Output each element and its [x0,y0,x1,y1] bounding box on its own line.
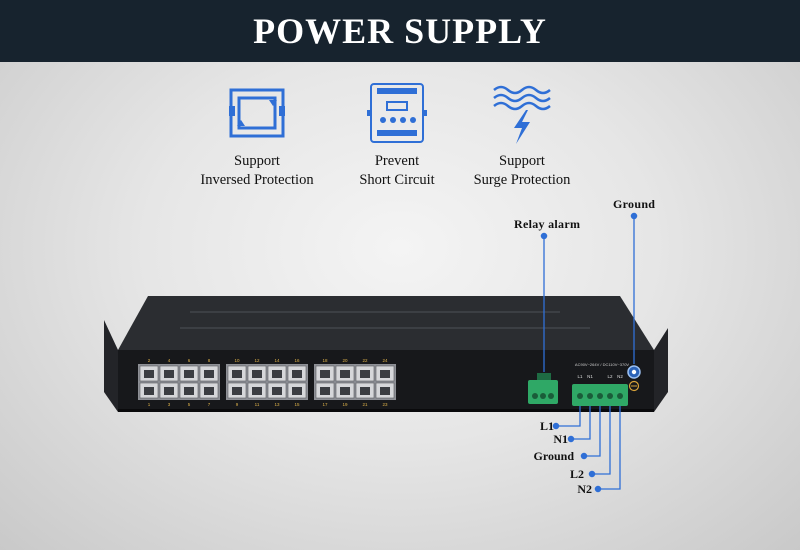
port-socket [252,370,262,378]
port-number: 4 [168,358,171,363]
power-terminal-block[interactable] [572,384,628,406]
port-socket [204,387,214,395]
feature-line1: Support [499,153,545,169]
relay-alarm-label: Relay alarm [514,217,581,231]
port-socket [144,387,154,395]
port-number: 20 [342,358,348,363]
terminal-label: N1 [587,374,593,379]
feature-line2: Surge Protection [473,172,571,188]
wiring-label-ground: Ground [533,449,574,463]
short-circuit-icon [367,83,427,143]
port-socket [232,370,242,378]
port-socket [360,387,370,395]
port-socket [184,387,194,395]
wiring-label-l2: L2 [569,467,584,481]
feature-line1: Support [234,153,280,169]
port-number: 24 [382,358,388,363]
port-socket [292,387,302,395]
port-socket [164,387,174,395]
feature-short-circuit: Prevent Short Circuit [322,80,472,190]
port-number: 11 [255,402,260,407]
port-socket [232,387,242,395]
terminal-label: L1 [577,374,583,379]
port-number: 23 [382,402,388,407]
port-socket [360,370,370,378]
feature-inverse-protection: Support Inversed Protection [182,80,332,190]
port-number: 15 [294,402,300,407]
wiring-label-n1: N1 [553,432,568,446]
title-banner: POWER SUPPLY [0,0,800,62]
port-socket [184,370,194,378]
port-number: 21 [362,402,368,407]
relay-alarm-terminal[interactable] [528,373,558,404]
port-number: 19 [342,402,348,407]
port-socket [292,370,302,378]
port-socket [252,387,262,395]
feature-line1: Prevent [374,153,420,169]
port-number: 22 [362,358,368,363]
ethernet-ports [138,364,396,400]
feature-surge-protection: Support Surge Protection [447,80,597,190]
terminal-label: N2 [617,374,623,379]
inverse-protection-icon [229,88,285,138]
port-socket [204,370,214,378]
port-number: 13 [274,402,280,407]
port-socket [144,370,154,378]
port-socket [272,370,282,378]
port-number: 7 [208,402,211,407]
port-number: 2 [148,358,151,363]
port-number: 12 [254,358,260,363]
port-number: 18 [322,358,328,363]
port-socket [380,387,390,395]
port-number: 3 [168,402,171,407]
port-number: 5 [188,402,191,407]
wiring-label-l1: L1 [539,419,554,433]
port-number: 1 [148,402,151,407]
port-number: 9 [236,402,239,407]
port-socket [320,370,330,378]
port-socket [272,387,282,395]
ground-label: Ground [613,197,656,211]
feature-line2: Short Circuit [359,172,435,188]
port-socket [164,370,174,378]
port-socket [340,387,350,395]
feature-line2: Inversed Protection [200,172,314,188]
port-socket [340,370,350,378]
surge-protection-icon [493,85,551,144]
port-number: 16 [294,358,300,363]
page-title: POWER SUPPLY [253,11,547,51]
switch-top-panel [118,296,654,350]
power-input-label: AC90V~264V / DC110V~370V [575,362,630,367]
port-socket [380,370,390,378]
terminal-label: L2 [607,374,613,379]
port-number: 17 [322,402,328,407]
port-number: 6 [188,358,191,363]
wiring-label-n2: N2 [577,482,592,496]
ground-screw[interactable] [627,365,641,392]
port-socket [320,387,330,395]
port-number: 8 [208,358,211,363]
port-number: 10 [234,358,240,363]
port-number: 14 [274,358,280,363]
